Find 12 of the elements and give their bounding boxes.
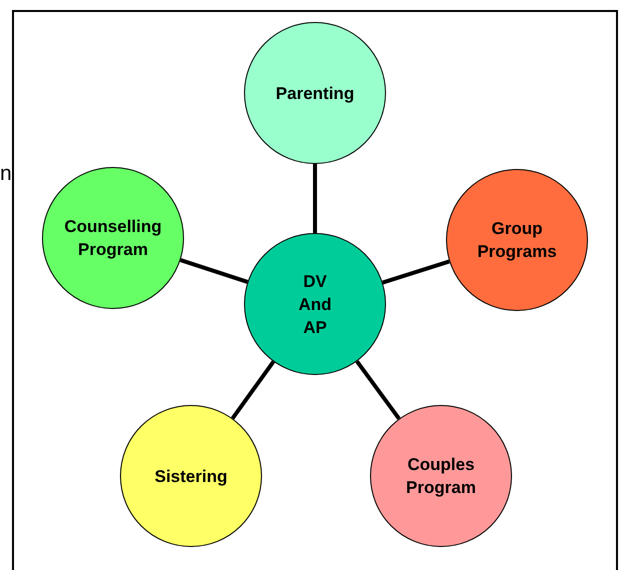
node-label: Counselling Program (63, 216, 163, 261)
node-label: Parenting (274, 82, 356, 104)
connector-line (230, 360, 276, 420)
connector-line (180, 258, 248, 284)
cut-off-text: n (0, 161, 12, 187)
connector-line (313, 164, 317, 233)
node-label: DV And AP (297, 270, 333, 338)
node-label: Couples Program (405, 454, 477, 499)
connector-line (382, 260, 450, 284)
connector-line (355, 360, 401, 420)
node-label: Sistering (154, 466, 228, 488)
node-label: Group Programs (476, 218, 558, 263)
